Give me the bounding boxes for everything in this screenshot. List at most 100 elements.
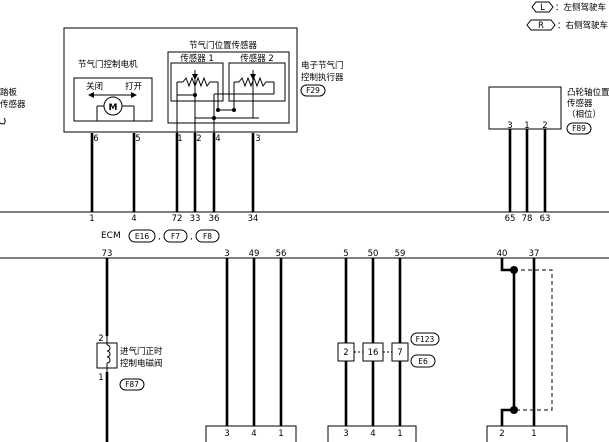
junction-pin: 2 bbox=[343, 348, 348, 358]
junction-connector: 2 16 7 F123 E6 bbox=[337, 332, 440, 368]
cam-sensor-pin-label: 2 bbox=[542, 121, 547, 131]
ecm-bottom-pin: 5 bbox=[343, 249, 348, 259]
ecm-top-pin: 34 bbox=[248, 214, 259, 224]
ecm-top-pin: 63 bbox=[540, 214, 551, 224]
bottom-pin: 2 bbox=[499, 429, 504, 439]
junction-connector-bottom: E6 bbox=[418, 357, 428, 366]
ecm-bottom-pin: 50 bbox=[368, 249, 379, 259]
lower-wires: 73 3 49 56 5 50 59 40 37 bbox=[102, 249, 553, 442]
valve-name-line2: 控制电磁阀 bbox=[120, 358, 163, 369]
ecm-bottom-pin: 49 bbox=[249, 249, 260, 259]
junction-connector-top: F123 bbox=[416, 335, 435, 344]
legend-left-key: L bbox=[540, 3, 545, 13]
ecm-bottom-pin: 37 bbox=[529, 249, 540, 259]
cam-sensor-pin-label: 1 bbox=[524, 121, 529, 131]
bottom-pin: 3 bbox=[224, 429, 229, 439]
ecm-connector-separator: , bbox=[158, 232, 161, 242]
ecm-connector: F8 bbox=[203, 232, 212, 241]
cam-sensor-connector: F89 bbox=[572, 124, 586, 133]
ecm-bottom-pin: 73 bbox=[102, 249, 113, 259]
ecm-label: ECM bbox=[101, 231, 121, 241]
actuator-pin-label: 1 bbox=[177, 134, 182, 144]
legend-right-text: ：右侧驾驶车 bbox=[557, 20, 608, 31]
legend-right-key: R bbox=[538, 21, 544, 31]
junction-pin: 16 bbox=[368, 348, 379, 358]
ecm-connector-separator: , bbox=[190, 232, 193, 242]
bottom-pin: 3 bbox=[343, 429, 348, 439]
junction-dot bbox=[193, 93, 197, 97]
bottom-connector-a bbox=[205, 425, 297, 442]
ecm-bottom-pin: 40 bbox=[497, 249, 508, 259]
solenoid-coil-icon bbox=[106, 344, 111, 364]
ecm-bottom-pin: 3 bbox=[224, 249, 229, 259]
junction-connector-badge bbox=[410, 332, 440, 346]
ecm-connector-badge bbox=[163, 229, 188, 243]
sensor1-label: 传感器 1 bbox=[180, 53, 214, 64]
bottom-pin: 4 bbox=[370, 429, 375, 439]
actuator-pin-label: 4 bbox=[215, 134, 220, 144]
ecm-top-pin: 33 bbox=[190, 214, 201, 224]
legend-left-key-badge bbox=[531, 1, 554, 13]
bottom-connector-b bbox=[327, 425, 417, 442]
left-partial-connector-pill bbox=[0, 117, 6, 125]
arrow-left-icon bbox=[88, 92, 94, 98]
throttle-actuator: 节气门控制电机 节气门位置传感器 关闭 打开 M 传感器 1 传感器 2 bbox=[63, 27, 344, 144]
ecm-top-pin: 78 bbox=[522, 214, 533, 224]
valve-pin-bottom: 1 bbox=[98, 373, 103, 383]
sensor2-label: 传感器 2 bbox=[240, 53, 274, 64]
actuator-pin-label: 6 bbox=[93, 134, 98, 144]
legend-left-text: ：左侧驾驶车 bbox=[555, 2, 606, 13]
valve-connector: F87 bbox=[125, 380, 139, 389]
ecm-top-pin: 36 bbox=[209, 214, 220, 224]
legend: L ：左侧驾驶车 R ：右侧驾驶车 bbox=[526, 1, 608, 31]
ecm-bottom-pin: 56 bbox=[276, 249, 287, 259]
left-partial-line2: 传感器 bbox=[0, 99, 26, 110]
motor-title: 节气门控制电机 bbox=[78, 59, 138, 70]
actuator-pin-label: 5 bbox=[135, 134, 140, 144]
ecm-connector: F7 bbox=[171, 232, 180, 241]
bottom-connectors: 3 4 1 3 4 1 2 1 bbox=[205, 425, 568, 442]
sensor-group-title: 节气门位置传感器 bbox=[189, 40, 258, 51]
ecm-top-pin: 4 bbox=[131, 214, 136, 224]
ecm-bottom-pin: 59 bbox=[395, 249, 406, 259]
actuator-pin-label: 2 bbox=[196, 134, 201, 144]
bottom-pin: 1 bbox=[278, 429, 283, 439]
shield-outline bbox=[514, 269, 553, 411]
junction-dot bbox=[232, 108, 236, 112]
bottom-pin: 1 bbox=[397, 429, 402, 439]
valve-name-line1: 进气门正时 bbox=[120, 346, 163, 357]
motor-symbol: M bbox=[109, 103, 118, 113]
ecm-block: 1 4 72 33 36 34 65 78 63 ECM E16 , F7 , … bbox=[0, 211, 609, 259]
ecm-top-pin: 65 bbox=[505, 214, 516, 224]
actuator-connector-badge bbox=[300, 84, 326, 97]
valve-pin-top: 2 bbox=[98, 334, 103, 344]
open-label: 打开 bbox=[125, 81, 143, 92]
actuator-pin-label: 3 bbox=[255, 134, 260, 144]
ecm-top-pin: 72 bbox=[172, 214, 183, 224]
actuator-name-line1: 电子节气门 bbox=[301, 60, 344, 71]
ecm-connector: E16 bbox=[135, 232, 150, 241]
cam-sensor-name-line2: 传感器 bbox=[567, 98, 593, 109]
left-partial-line1: 踏板 bbox=[0, 87, 18, 98]
ecm-top-pin: 1 bbox=[89, 214, 94, 224]
arrow-right-icon bbox=[131, 92, 137, 98]
junction-connector-badge bbox=[410, 354, 436, 368]
cam-sensor-name-line3: （相位） bbox=[567, 109, 601, 120]
junction-pin: 7 bbox=[397, 348, 402, 358]
actuator-name-line2: 控制执行器 bbox=[301, 72, 344, 83]
ecm-connector-badge bbox=[128, 229, 156, 243]
cam-sensor-connector-badge bbox=[566, 122, 592, 135]
bottom-pin: 1 bbox=[531, 429, 536, 439]
cam-position-sensor: 凸轮轴位置 传感器 （相位） F89 3 1 2 bbox=[488, 86, 609, 135]
bottom-connector-c bbox=[486, 425, 568, 442]
cam-sensor-pin-label: 3 bbox=[507, 121, 512, 131]
bottom-pin: 4 bbox=[251, 429, 256, 439]
left-partial-component: 踏板 传感器 bbox=[0, 87, 26, 125]
cam-sensor-box bbox=[488, 86, 562, 130]
cam-sensor-name-line1: 凸轮轴位置 bbox=[567, 87, 609, 98]
upper-wires bbox=[90, 129, 547, 212]
junction-dot bbox=[216, 108, 220, 112]
valve-connector-badge bbox=[119, 378, 145, 391]
actuator-connector: F29 bbox=[306, 86, 320, 95]
